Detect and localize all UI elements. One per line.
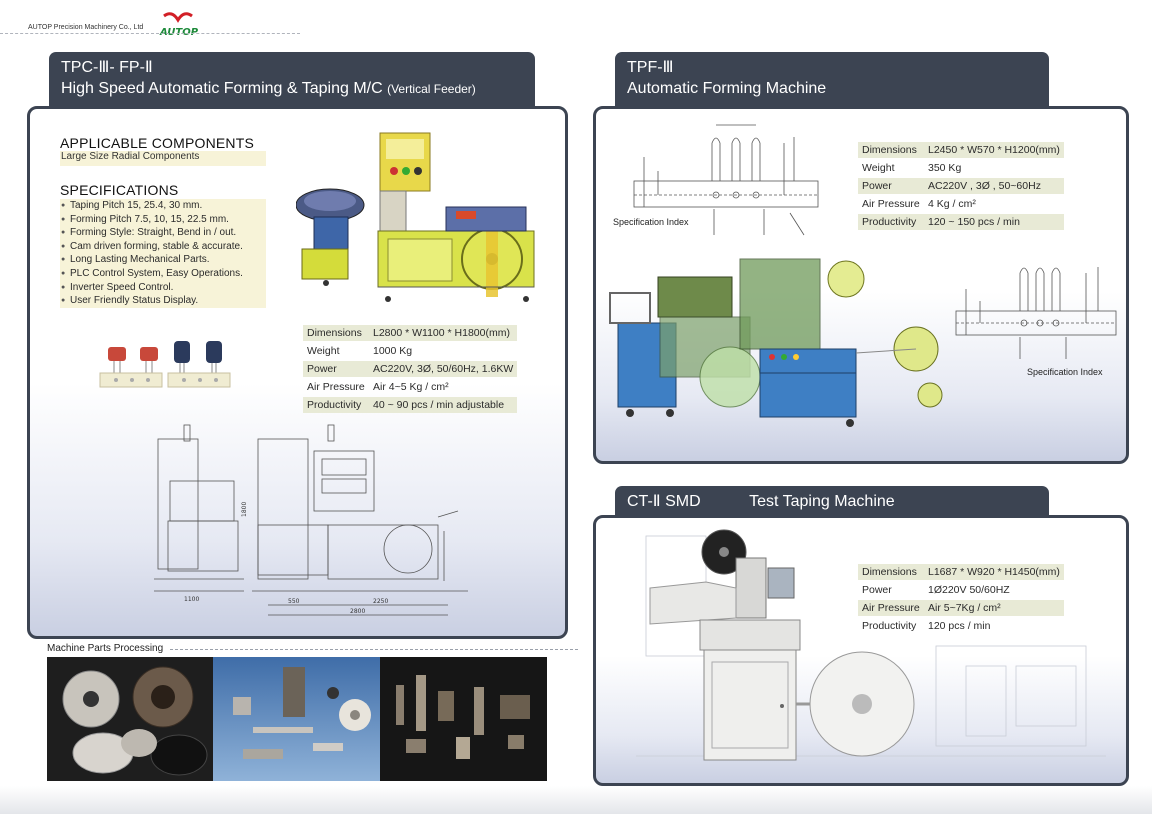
parts-processing-label: Machine Parts Processing — [47, 643, 164, 654]
automatic-forming-machine-photo — [609, 258, 943, 427]
spec-value: 40 ~ 90 pcs / min adjustable — [369, 397, 518, 413]
spec-key: Dimensions — [858, 564, 924, 580]
logo-text: AUTOP — [159, 27, 199, 38]
spec-value: 120 ~ 150 pcs / min — [924, 214, 1064, 230]
autop-logo-icon: AUTOP — [159, 12, 199, 38]
drawing-dim: 1100 — [184, 596, 199, 603]
drawing-dim: 2250 — [373, 598, 388, 605]
spec-value: AC220V, 3Ø, 50/60Hz, 1.6KW — [369, 361, 518, 377]
spec-key: Productivity — [862, 620, 917, 632]
page-header: AUTOP Precision Machinery Co., Ltd AUTOP — [0, 0, 1152, 42]
parts-rule — [170, 649, 578, 650]
spec-item: Cam driven forming, stable & accurate. — [60, 239, 266, 254]
spec-item: Long Lasting Mechanical Parts. — [60, 253, 266, 267]
forming-taping-machine-photo — [296, 132, 535, 302]
test-taping-machine-photo — [649, 529, 915, 761]
spec-value: L2450 * W570 * H1200(mm) — [924, 142, 1064, 158]
table-row: Air Pressure Air 4~5 Kg / cm² — [303, 379, 517, 395]
right-bottom-tab: CT-Ⅱ SMD Test Taping Machine — [615, 486, 1049, 518]
radial-components-photo — [99, 341, 231, 388]
specification-index-caption: Specification Index — [613, 217, 689, 227]
spec-key: Power — [862, 584, 892, 596]
spec-value: 350 Kg — [928, 162, 962, 174]
left-panel: APPLICABLE COMPONENTS Large Size Radial … — [27, 106, 568, 639]
specification-index-drawing-2 — [955, 267, 1117, 359]
table-row: Weight 1000 Kg — [303, 343, 517, 359]
spec-key: Air Pressure — [862, 198, 920, 210]
right-top-model-title: TPF-Ⅲ — [627, 59, 674, 76]
right-top-tab: TPF-Ⅲ Automatic Forming Machine — [615, 52, 1049, 108]
specification-index-drawing — [633, 124, 819, 236]
spec-item: Forming Style: Straight, Bend in / out. — [60, 226, 266, 240]
machine-technical-drawing: 1100 550 2250 2800 1800 — [154, 424, 468, 616]
left-model-title: TPC-Ⅲ- FP-Ⅱ — [61, 59, 153, 76]
parts-photo-gears — [47, 657, 213, 781]
footer-band — [0, 786, 1152, 814]
drawing-dim: 1800 — [241, 502, 248, 517]
spec-key: Weight — [307, 345, 340, 357]
spec-value: Air 5~7Kg / cm² — [924, 600, 1064, 616]
spec-item: User Friendly Status Display. — [60, 294, 266, 308]
drawing-dim: 2800 — [350, 608, 365, 615]
drawing-dim: 550 — [288, 598, 300, 605]
table-row: Air Pressure 4 Kg / cm² — [858, 196, 1064, 212]
right-top-machine-title: Automatic Forming Machine — [627, 80, 827, 97]
spec-key: Air Pressure — [307, 381, 365, 393]
spec-key: Air Pressure — [858, 600, 924, 616]
left-panel-tab: TPC-Ⅲ- FP-Ⅱ High Speed Automatic Forming… — [49, 52, 535, 108]
company-name: AUTOP Precision Machinery Co., Ltd — [28, 24, 144, 31]
header-rule — [0, 33, 300, 34]
spec-key: Power — [303, 361, 369, 377]
spec-item: Taping Pitch 15, 25.4, 30 mm. — [60, 199, 266, 213]
spec-key: Power — [858, 178, 924, 194]
spec-value: L1687 * W920 * H1450(mm) — [924, 564, 1064, 580]
spec-value: 120 pcs / min — [928, 620, 991, 632]
spec-value: L2800 * W1100 * H1800(mm) — [369, 325, 518, 341]
spec-key: Productivity — [303, 397, 369, 413]
left-machine-title: High Speed Automatic Forming & Taping M/… — [61, 80, 476, 97]
applicable-title: APPLICABLE COMPONENTS — [60, 135, 255, 151]
applicable-text: Large Size Radial Components — [60, 151, 266, 166]
spec-key: Productivity — [858, 214, 924, 230]
table-row: Productivity 120 pcs / min — [858, 618, 1064, 634]
right-bottom-machine-title: Test Taping Machine — [749, 493, 895, 510]
specifications-title: SPECIFICATIONS — [60, 182, 179, 198]
parts-photo-tools — [380, 657, 547, 781]
right-bottom-model-title: CT-Ⅱ SMD — [627, 493, 701, 510]
spec-item: Inverter Speed Control. — [60, 280, 266, 295]
parts-photo-components — [213, 657, 380, 781]
spec-value: Air 4~5 Kg / cm² — [373, 381, 449, 393]
spec-key: Weight — [862, 162, 895, 174]
table-row: Power 1Ø220V 50/60HZ — [858, 582, 1064, 598]
spec-value: 4 Kg / cm² — [928, 198, 976, 210]
specifications-list: Taping Pitch 15, 25.4, 30 mm. Forming Pi… — [60, 199, 266, 308]
spec-value: 1000 Kg — [373, 345, 413, 357]
spec-item: PLC Control System, Easy Operations. — [60, 266, 266, 281]
spec-item: Forming Pitch 7.5, 10, 15, 22.5 mm. — [60, 212, 266, 227]
table-row: Weight 350 Kg — [858, 160, 1064, 176]
spec-key: Dimensions — [303, 325, 369, 341]
specification-index-caption-2: Specification Index — [1027, 367, 1103, 377]
spec-key: Dimensions — [858, 142, 924, 158]
spec-value: 1Ø220V 50/60HZ — [928, 584, 1010, 596]
spec-value: AC220V , 3Ø , 50~60Hz — [924, 178, 1064, 194]
